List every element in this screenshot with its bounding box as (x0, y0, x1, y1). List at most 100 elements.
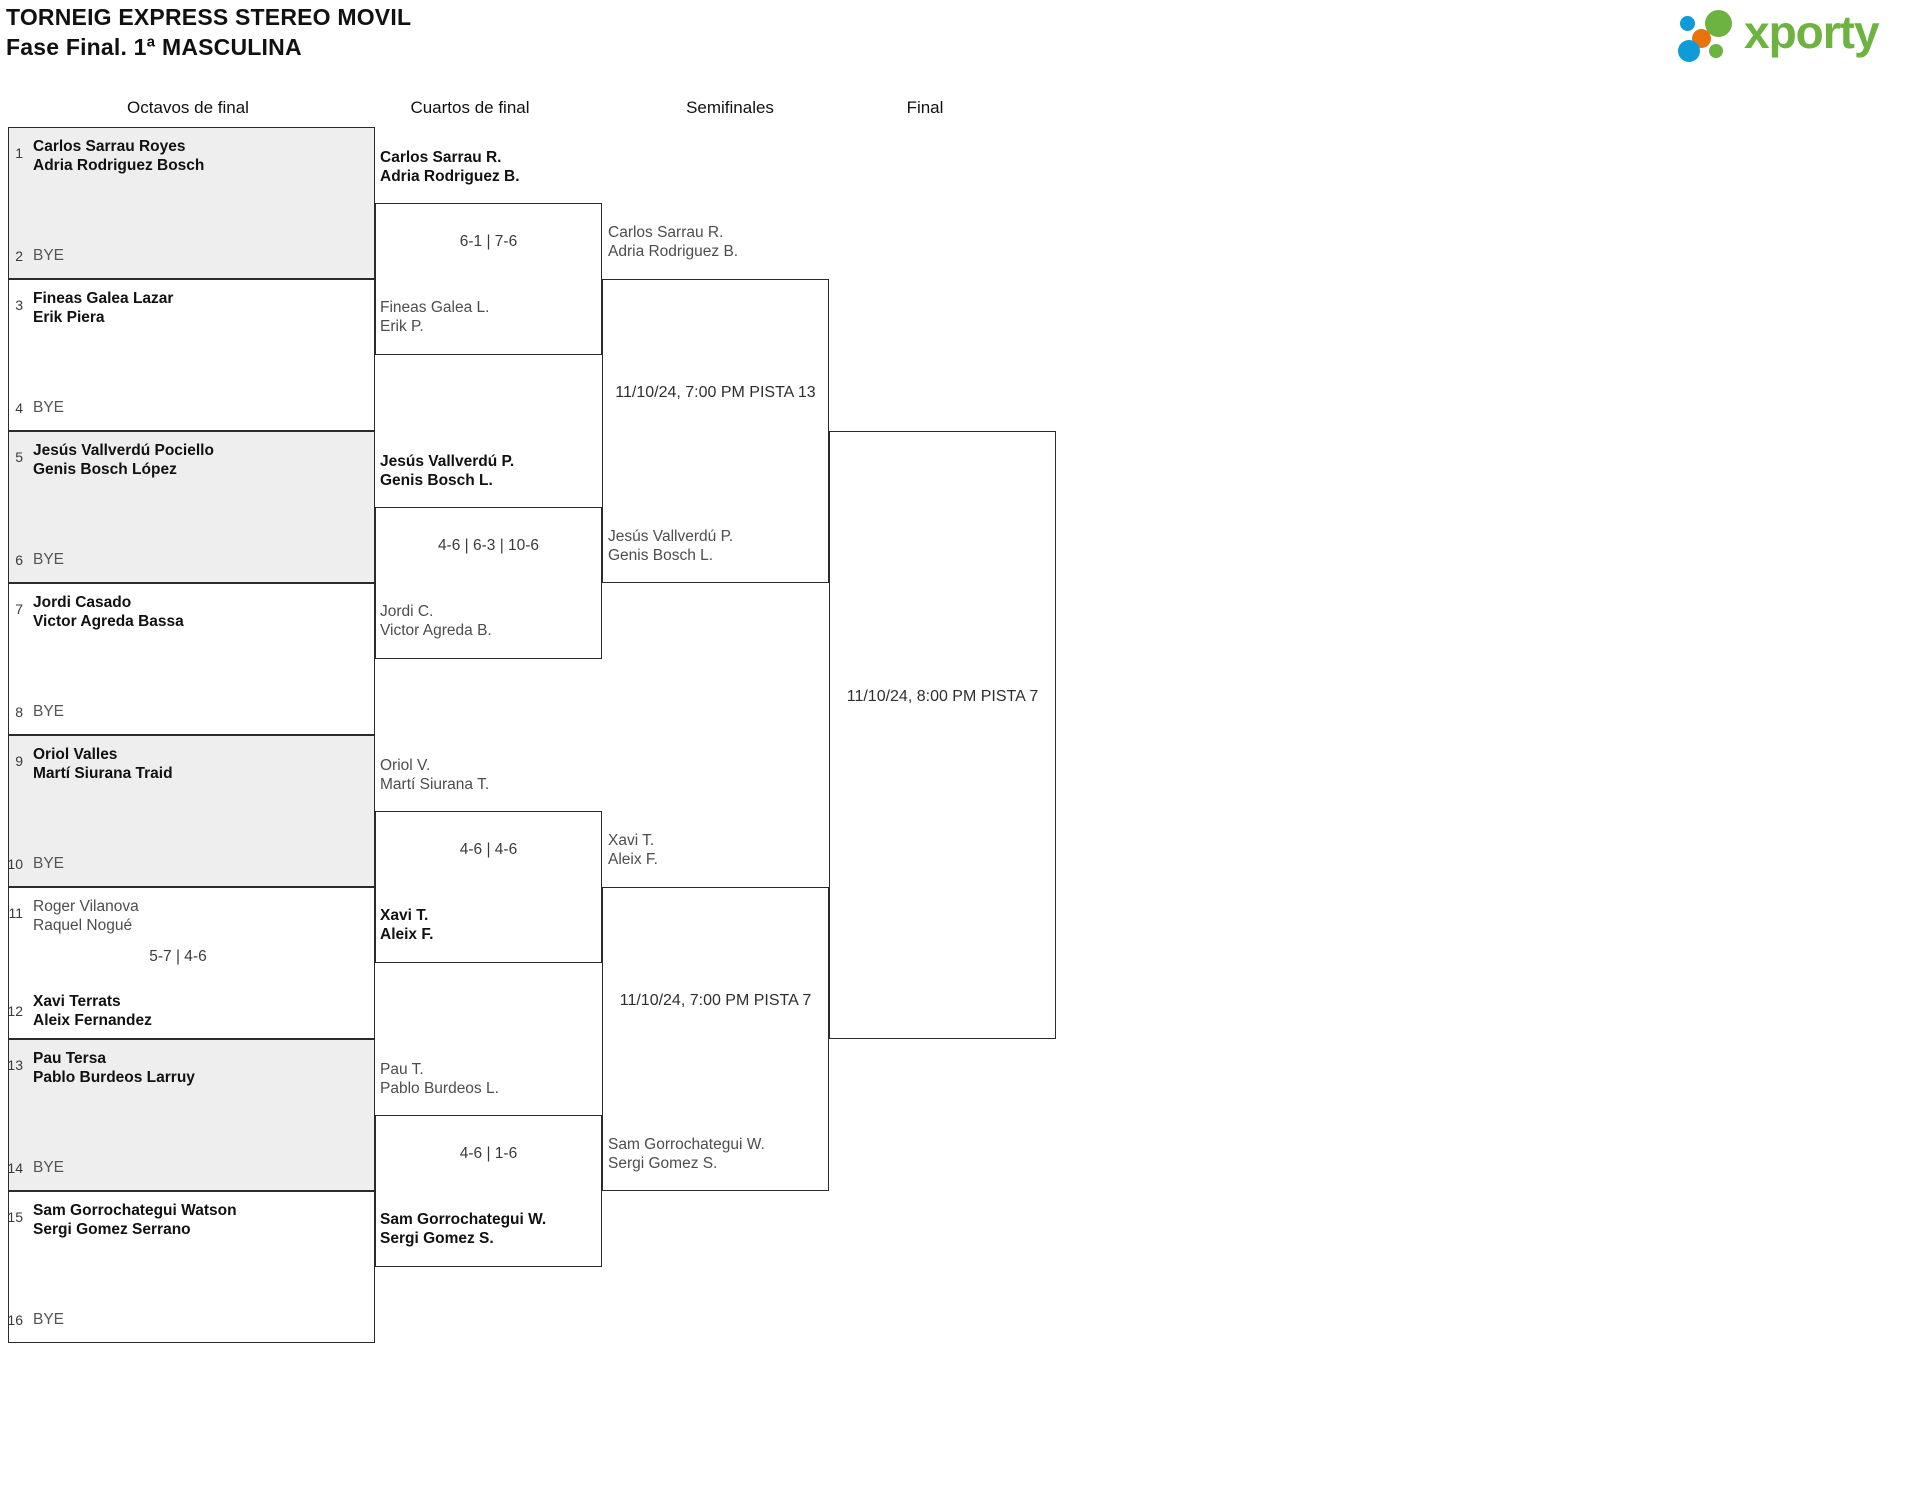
tournament-subtitle: Fase Final. 1ª MASCULINA (6, 34, 302, 60)
player-name-1: Xavi Terrats (33, 993, 121, 1010)
round-header-cuartos: Cuartos de final (410, 98, 530, 117)
r1-pair-1[interactable] (8, 127, 375, 279)
player-name-1: Jesús Vallverdú P. (380, 453, 515, 470)
player-name-2: Pablo Burdeos Larruy (33, 1069, 195, 1086)
player-name-2: Victor Agreda B. (380, 622, 492, 639)
seed-number: 8 (15, 704, 23, 720)
logo-dots-icon (1678, 10, 1744, 62)
seed-number: 10 (7, 856, 23, 872)
r1-pair-7[interactable] (8, 1039, 375, 1191)
r1-pair-2[interactable] (8, 279, 375, 431)
r2-match-4-box[interactable] (375, 1115, 602, 1267)
r2-match-4-bottom[interactable]: Sam Gorrochategui W. Sergi Gomez S. (380, 1210, 546, 1248)
seed-number: 3 (15, 297, 23, 313)
seed-number: 15 (7, 1209, 23, 1225)
player-name-1: Sam Gorrochategui W. (380, 1211, 547, 1228)
r2-match-2-score: 4-6 | 6-3 | 10-6 (437, 537, 540, 554)
seed-number: 5 (15, 449, 23, 465)
r3-match-2-top[interactable]: Xavi T. Aleix F. (608, 831, 658, 869)
seed-number: 2 (15, 248, 23, 264)
player-name-2: Sergi Gomez S. (380, 1230, 494, 1247)
round-header-octavos: Octavos de final (127, 98, 249, 117)
r1-pair-6[interactable] (8, 887, 375, 1039)
r1-entry-15[interactable]: Sam Gorrochategui Watson Sergi Gomez Ser… (33, 1201, 237, 1239)
r1-entry-13[interactable]: Pau Tersa Pablo Burdeos Larruy (33, 1049, 195, 1087)
round-header-final: Final (906, 98, 944, 117)
player-name-1: BYE (33, 1159, 65, 1176)
r2-match-2-bottom[interactable]: Jordi C. Victor Agreda B. (380, 602, 492, 640)
player-name-1: Sam Gorrochategui Watson (33, 1202, 237, 1219)
player-name-2: Martí Siurana T. (380, 776, 490, 793)
seed-number: 7 (15, 601, 23, 617)
logo-dot-green-small (1709, 44, 1723, 58)
r3-match-1-box[interactable] (602, 279, 829, 583)
player-name-1: Carlos Sarrau R. (608, 224, 724, 241)
logo-wordmark: xporty (1744, 6, 1880, 58)
r1-pair-5[interactable] (8, 735, 375, 887)
r2-match-4-score: 4-6 | 1-6 (459, 1145, 518, 1162)
r2-match-2-box[interactable] (375, 507, 602, 659)
r3-match-1-schedule: 11/10/24, 7:00 PM PISTA 13 (615, 384, 816, 401)
r1-pair-3[interactable] (8, 431, 375, 583)
r2-match-1-box[interactable] (375, 203, 602, 355)
r2-match-2-top[interactable]: Jesús Vallverdú P. Genis Bosch L. (380, 452, 514, 490)
player-name-2: Sergi Gomez Serrano (33, 1221, 191, 1238)
r2-match-3-box[interactable] (375, 811, 602, 963)
r3-match-1-top[interactable]: Carlos Sarrau R. Adria Rodriguez B. (608, 223, 738, 261)
r1-entry-5[interactable]: Jesús Vallverdú Pociello Genis Bosch Lóp… (33, 441, 214, 479)
player-name-1: BYE (33, 399, 65, 416)
player-name-1: Jesús Vallverdú P. (608, 528, 734, 545)
player-name-2: Adria Rodriguez B. (608, 243, 739, 260)
player-name-1: BYE (33, 703, 65, 720)
r2-match-3-top[interactable]: Oriol V. Martí Siurana T. (380, 756, 489, 794)
r1-entry-9[interactable]: Oriol Valles Martí Siurana Traid (33, 745, 173, 783)
seed-number: 16 (7, 1312, 23, 1328)
player-name-1: BYE (33, 247, 65, 264)
r1-pair-4[interactable] (8, 583, 375, 735)
r2-match-3-bottom[interactable]: Xavi T. Aleix F. (380, 906, 433, 944)
seed-number: 14 (7, 1160, 23, 1176)
player-name-1: Jordi C. (380, 603, 434, 620)
r1-entry-10: BYE (33, 854, 64, 873)
r3-match-2-bottom[interactable]: Sam Gorrochategui W. Sergi Gomez S. (608, 1135, 765, 1173)
seed-number: 6 (15, 552, 23, 568)
r2-match-1-top[interactable]: Carlos Sarrau R. Adria Rodriguez B. (380, 148, 520, 186)
player-name-1: Roger Vilanova (33, 898, 139, 915)
r1-entry-1[interactable]: Carlos Sarrau Royes Adria Rodriguez Bosc… (33, 137, 204, 175)
seed-number: 1 (15, 145, 23, 161)
r1-entry-16: BYE (33, 1310, 64, 1329)
r2-match-1-bottom[interactable]: Fineas Galea L. Erik P. (380, 298, 489, 336)
player-name-2: Martí Siurana Traid (33, 765, 173, 782)
r2-match-4-top[interactable]: Pau T. Pablo Burdeos L. (380, 1060, 499, 1098)
player-name-1: Pau Tersa (33, 1050, 106, 1067)
player-name-1: Sam Gorrochategui W. (608, 1136, 765, 1153)
r1-entry-12[interactable]: Xavi Terrats Aleix Fernandez (33, 992, 152, 1030)
seed-number: 9 (15, 753, 23, 769)
r3-match-2-schedule: 11/10/24, 7:00 PM PISTA 7 (619, 992, 812, 1009)
r4-match-1-box[interactable] (829, 431, 1056, 1039)
player-name-2: Raquel Nogué (33, 917, 133, 934)
seed-number: 12 (7, 1003, 23, 1019)
player-name-1: Oriol V. (380, 757, 431, 774)
r2-match-3-score: 4-6 | 4-6 (459, 841, 518, 858)
r1-pair-8[interactable] (8, 1191, 375, 1343)
r1-entry-11[interactable]: Roger Vilanova Raquel Nogué (33, 897, 139, 935)
r1-entry-3[interactable]: Fineas Galea Lazar Erik Piera (33, 289, 173, 327)
seed-number: 4 (15, 400, 23, 416)
page-title: TORNEIG EXPRESS STEREO MOVIL Fase Final.… (6, 2, 411, 62)
r2-match-1-score: 6-1 | 7-6 (459, 233, 518, 250)
player-name-2: Adria Rodriguez B. (380, 168, 520, 185)
player-name-1: Jordi Casado (33, 594, 132, 611)
player-name-1: BYE (33, 1311, 65, 1328)
player-name-2: Genis Bosch López (33, 461, 177, 478)
r3-match-2-box[interactable] (602, 887, 829, 1191)
player-name-1: Carlos Sarrau Royes (33, 138, 186, 155)
player-name-1: BYE (33, 855, 65, 872)
r3-match-1-bottom[interactable]: Jesús Vallverdú P. Genis Bosch L. (608, 527, 733, 565)
player-name-2: Aleix F. (608, 851, 658, 868)
round-header-semifinal: Semifinales (686, 98, 774, 117)
seed-number: 11 (8, 905, 23, 921)
player-name-2: Victor Agreda Bassa (33, 613, 184, 630)
r1-score-6: 5-7 | 4-6 (149, 948, 207, 965)
r1-entry-7[interactable]: Jordi Casado Victor Agreda Bassa (33, 593, 184, 631)
